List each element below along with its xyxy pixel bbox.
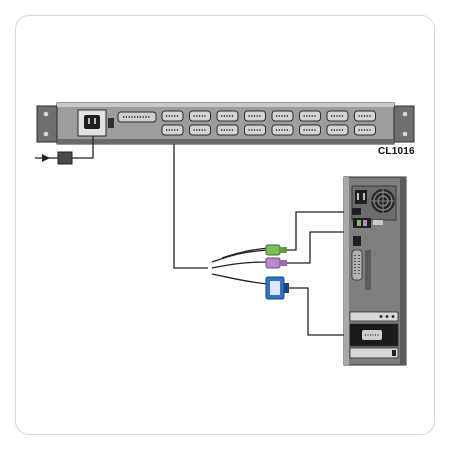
vga-connector-icon [265,276,289,300]
power-plug-icon [35,136,94,165]
computer-tower-icon [343,176,407,366]
kvm-switch-icon [36,102,415,145]
kvm-port-group [161,110,376,136]
kvm-cable [173,144,269,285]
ps2-connector-icon [265,244,287,269]
computer-cable-leads [287,211,352,336]
device-model-label: CL1016 [378,146,415,157]
